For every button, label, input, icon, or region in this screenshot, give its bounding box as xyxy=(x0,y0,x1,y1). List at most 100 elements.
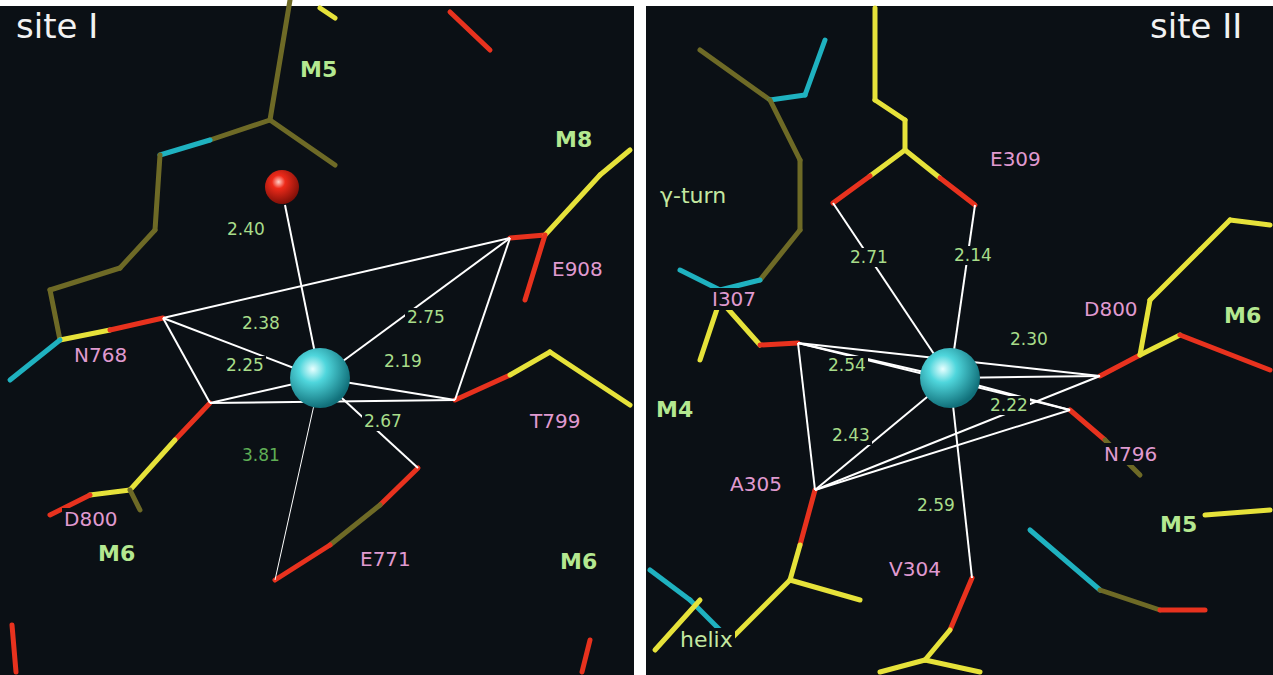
helix-name: M5 xyxy=(298,58,339,82)
bond-stick xyxy=(270,120,335,165)
bond-stick xyxy=(90,490,130,495)
distance-label: 2.75 xyxy=(405,308,447,327)
bond-stick xyxy=(880,660,925,672)
bond-stick xyxy=(582,640,590,672)
bond-stick xyxy=(650,570,690,600)
bond-stick xyxy=(798,160,803,230)
bond-stick xyxy=(550,352,630,405)
residue-label: D800 xyxy=(62,508,120,530)
bond-stick xyxy=(1030,530,1100,590)
helix-name: M6 xyxy=(558,550,599,574)
distance-label: 2.67 xyxy=(362,412,404,431)
distance-label: 2.22 xyxy=(988,396,1030,415)
bond-stick xyxy=(510,235,545,238)
residue-label: T799 xyxy=(528,410,582,432)
bond-stick xyxy=(925,660,980,672)
helix-name: M4 xyxy=(654,398,695,422)
bond-stick xyxy=(50,268,120,290)
ion-sphere xyxy=(920,348,980,408)
coordination-line xyxy=(163,318,210,403)
distance-label: 2.25 xyxy=(224,356,266,375)
bond-stick xyxy=(760,343,798,345)
helix-name: M6 xyxy=(1222,304,1263,328)
residue-label: A305 xyxy=(728,473,784,495)
distance-label: 2.54 xyxy=(826,356,868,375)
residue-label: N768 xyxy=(72,344,129,366)
panel-ground xyxy=(0,6,634,675)
bond-stick xyxy=(1140,335,1180,355)
bond-stick xyxy=(50,290,60,340)
bond-stick xyxy=(790,580,860,600)
bond-stick xyxy=(905,150,940,178)
helix-name: M5 xyxy=(1158,513,1199,537)
bond-stick xyxy=(270,0,290,120)
bond-stick xyxy=(790,545,800,580)
bond-stick xyxy=(175,403,210,440)
coordination-line xyxy=(950,378,972,578)
bond-stick xyxy=(940,178,975,205)
bond-stick xyxy=(210,120,270,140)
residue-label: E309 xyxy=(988,148,1043,170)
bond-stick xyxy=(760,230,800,280)
distance-label: 2.14 xyxy=(952,246,994,265)
helix-name: M6 xyxy=(96,542,137,566)
panel-ground xyxy=(646,6,1273,675)
bond-stick xyxy=(1100,590,1160,610)
bond-stick xyxy=(700,50,770,100)
residue-label: E771 xyxy=(358,548,413,570)
distance-label: 2.40 xyxy=(225,220,267,239)
bond-stick xyxy=(160,140,210,155)
bond-stick xyxy=(833,176,870,203)
bond-stick xyxy=(903,120,908,150)
distance-label: 2.30 xyxy=(1008,330,1050,349)
structure-label: helix xyxy=(678,628,735,652)
bond-stick xyxy=(925,630,950,660)
coordination-line xyxy=(163,238,510,318)
ion-sphere xyxy=(290,348,350,408)
bond-stick xyxy=(525,235,545,300)
coordination-line xyxy=(275,378,320,580)
residue-label: D800 xyxy=(1082,298,1140,320)
distance-label: 2.59 xyxy=(915,496,957,515)
residue-label: V304 xyxy=(887,558,943,580)
bond-stick xyxy=(510,352,550,375)
bond-stick xyxy=(600,150,630,175)
bond-stick xyxy=(110,318,163,330)
bond-stick xyxy=(875,100,905,120)
bond-stick xyxy=(805,40,825,95)
distance-label: 2.19 xyxy=(382,352,424,371)
distance-label: 2.43 xyxy=(830,426,872,445)
bond-stick xyxy=(1150,250,1200,300)
distance-label: 2.71 xyxy=(848,248,890,267)
residue-label: N796 xyxy=(1102,443,1159,465)
bond-stick xyxy=(120,230,155,268)
bond-stick xyxy=(545,175,600,235)
site-title: site I xyxy=(14,8,100,45)
bond-stick xyxy=(330,505,380,545)
bond-stick xyxy=(870,150,905,176)
site-title: site II xyxy=(1148,8,1244,45)
bond-stick xyxy=(1140,300,1150,355)
bond-stick xyxy=(1160,608,1205,613)
bond-stick xyxy=(380,468,418,505)
bond-stick xyxy=(10,340,60,380)
bond-stick xyxy=(800,490,815,545)
bond-stick xyxy=(130,440,175,490)
residue-label: I307 xyxy=(710,288,758,310)
distance-label: 2.38 xyxy=(240,314,282,333)
bond-stick xyxy=(130,490,140,510)
bond-stick xyxy=(680,270,720,290)
coordination-line xyxy=(815,410,1070,490)
turn-label: γ-turn xyxy=(658,184,728,208)
bond-stick xyxy=(275,545,330,580)
bond-stick xyxy=(1200,220,1230,250)
bond-stick xyxy=(770,100,800,160)
bond-stick xyxy=(770,95,805,100)
distance-label: 3.81 xyxy=(240,446,282,465)
residue-label: E908 xyxy=(550,258,605,280)
bond-stick xyxy=(320,8,335,18)
bond-stick xyxy=(60,330,110,340)
bond-stick xyxy=(950,578,972,630)
bond-stick xyxy=(1205,510,1270,515)
